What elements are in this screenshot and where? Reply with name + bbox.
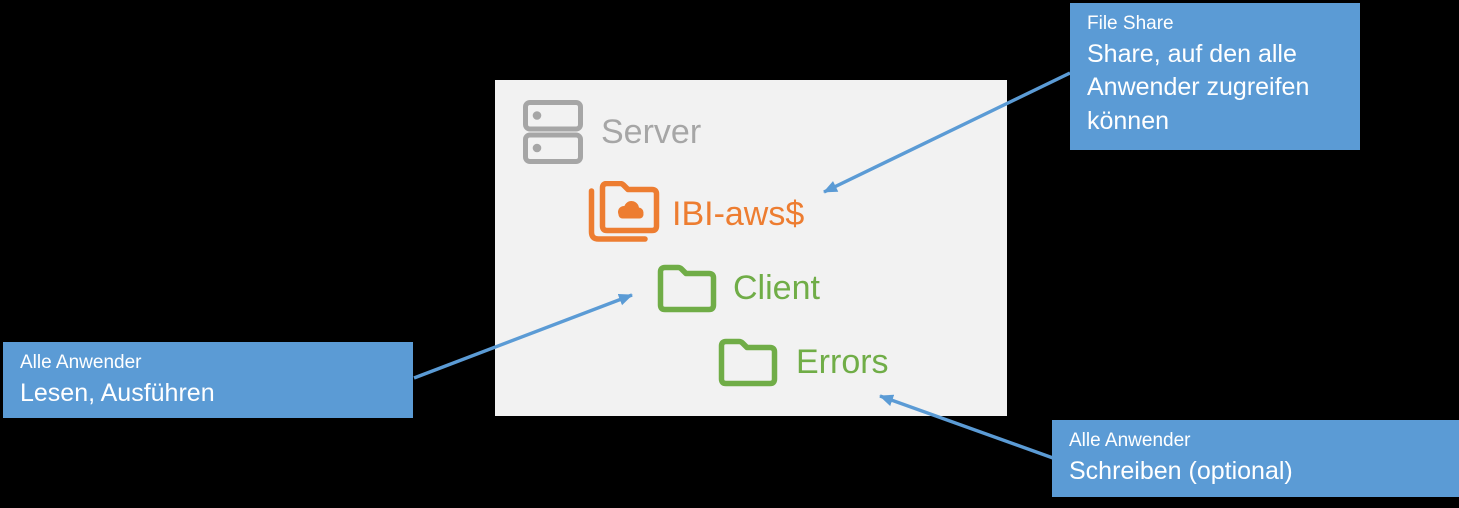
callout-body: Share, auf den alle Anwender zugreifen k… bbox=[1087, 39, 1310, 136]
callout-body: Schreiben (optional) bbox=[1069, 456, 1293, 485]
callout-alle-anwender-lesen: Alle Anwender Lesen, Ausführen bbox=[3, 342, 413, 418]
file-share-label: IBI-aws$ bbox=[672, 194, 805, 233]
callout-title: Alle Anwender bbox=[20, 352, 142, 373]
server-panel: Server IBI-aws$ Client bbox=[495, 80, 1007, 416]
folder-icon bbox=[718, 338, 778, 387]
callout-file-share: File Share Share, auf den alle Anwender … bbox=[1070, 3, 1360, 150]
callout-body: Lesen, Ausführen bbox=[20, 378, 215, 407]
folder-icon bbox=[657, 264, 717, 313]
file-share-item: IBI-aws$ bbox=[587, 181, 804, 247]
callout-title: File Share bbox=[1087, 13, 1174, 34]
folder-outline bbox=[599, 181, 660, 234]
client-folder-item: Client bbox=[656, 262, 820, 315]
server-icon bbox=[523, 100, 583, 164]
server-label: Server bbox=[601, 112, 702, 151]
errors-folder-label: Errors bbox=[796, 343, 889, 381]
errors-folder-item: Errors bbox=[717, 336, 889, 389]
folder-stack-outline bbox=[588, 188, 648, 242]
callout-alle-anwender-schreiben: Alle Anwender Schreiben (optional) bbox=[1052, 420, 1459, 497]
callout-title: Alle Anwender bbox=[1069, 430, 1191, 451]
client-folder-label: Client bbox=[733, 269, 820, 307]
server-item: Server bbox=[523, 100, 701, 164]
shared-folder-icon bbox=[588, 181, 660, 242]
cloud-icon bbox=[618, 201, 644, 219]
